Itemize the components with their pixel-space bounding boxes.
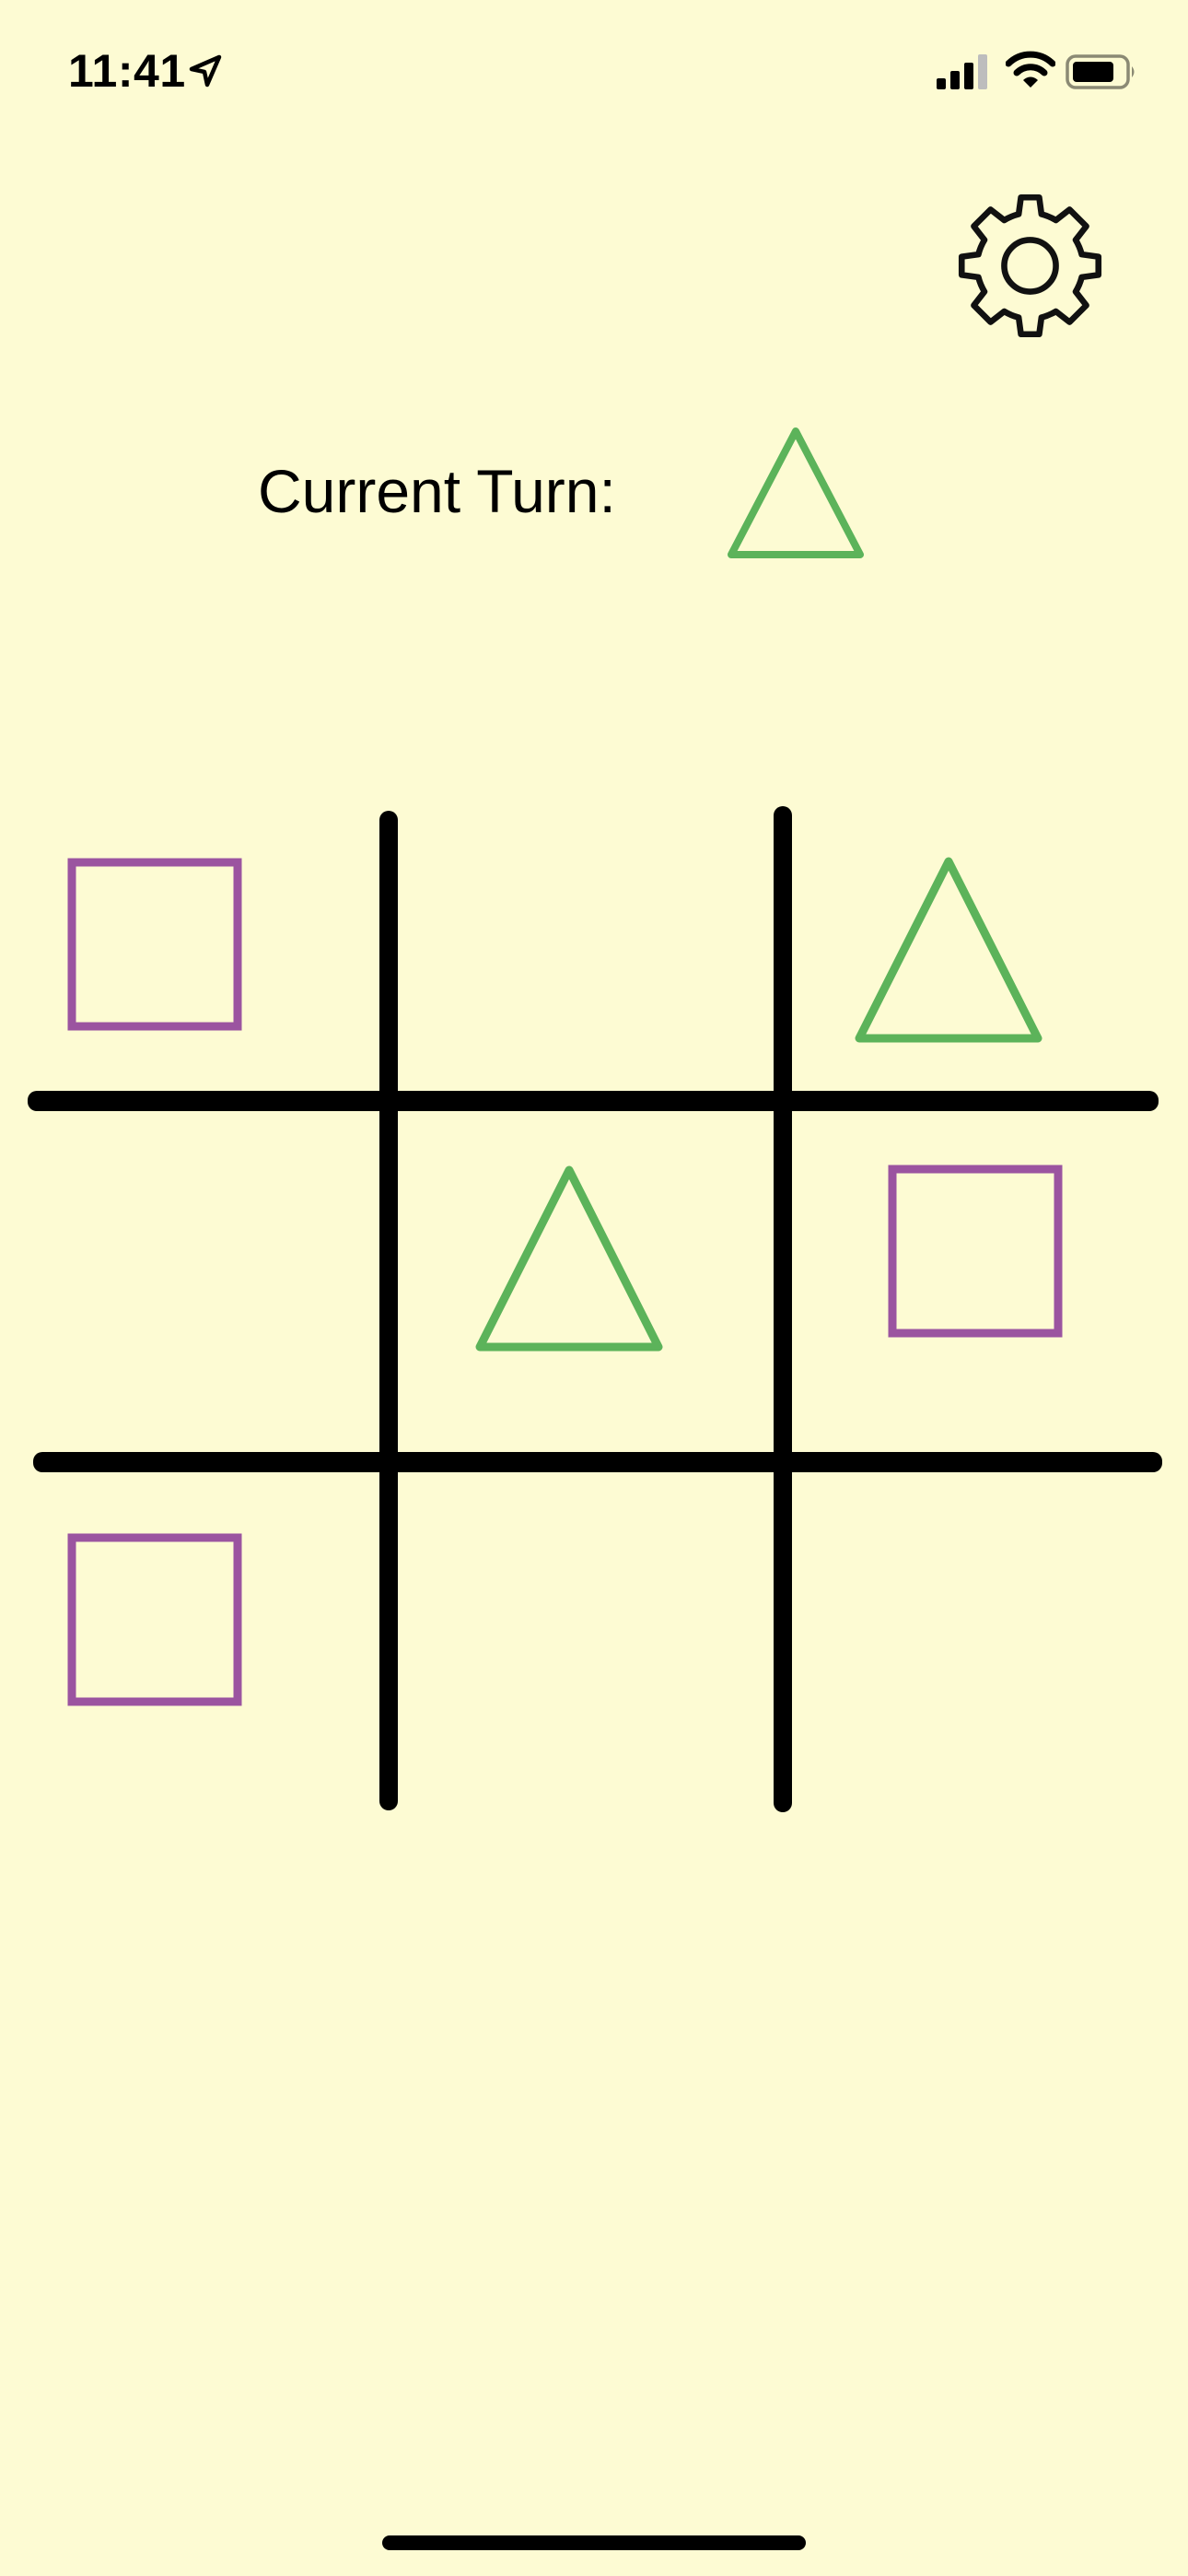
- game-board: [0, 792, 1188, 1815]
- board-horizontal-line-1: [28, 1091, 1159, 1111]
- battery-icon: [1066, 54, 1135, 89]
- board-cell-r3c3[interactable]: [783, 1462, 1188, 1815]
- square-piece-icon: [67, 1533, 242, 1706]
- current-turn-triangle-icon: [728, 427, 864, 558]
- board-cell-r3c2[interactable]: [389, 1462, 783, 1815]
- board-horizontal-line-2: [33, 1452, 1162, 1472]
- square-piece-icon: [888, 1165, 1063, 1338]
- board-cell-r2c3[interactable]: [783, 1101, 1188, 1462]
- board-vertical-line-1: [379, 811, 398, 1810]
- square-piece-icon: [67, 858, 242, 1031]
- board-vertical-line-2: [774, 806, 792, 1812]
- location-arrow-icon: [189, 54, 222, 88]
- board-cell-r2c2[interactable]: [389, 1101, 783, 1462]
- gear-icon: [958, 193, 1102, 338]
- board-cell-r2c1[interactable]: [0, 1101, 389, 1462]
- current-turn-label: Current Turn:: [258, 457, 616, 525]
- home-indicator: [382, 2535, 806, 2550]
- board-cell-r1c1[interactable]: [0, 792, 389, 1101]
- board-cell-r1c2[interactable]: [389, 792, 783, 1101]
- triangle-piece-icon: [855, 857, 1042, 1043]
- triangle-piece-icon: [475, 1165, 663, 1352]
- settings-button[interactable]: [954, 190, 1106, 342]
- board-cell-r3c1[interactable]: [0, 1462, 389, 1815]
- cellular-signal-icon: [937, 54, 987, 89]
- status-time: 11:41: [68, 45, 186, 97]
- wifi-icon: [1006, 51, 1055, 88]
- status-bar: 11:41: [0, 0, 1188, 138]
- board-cell-r1c3[interactable]: [783, 792, 1188, 1101]
